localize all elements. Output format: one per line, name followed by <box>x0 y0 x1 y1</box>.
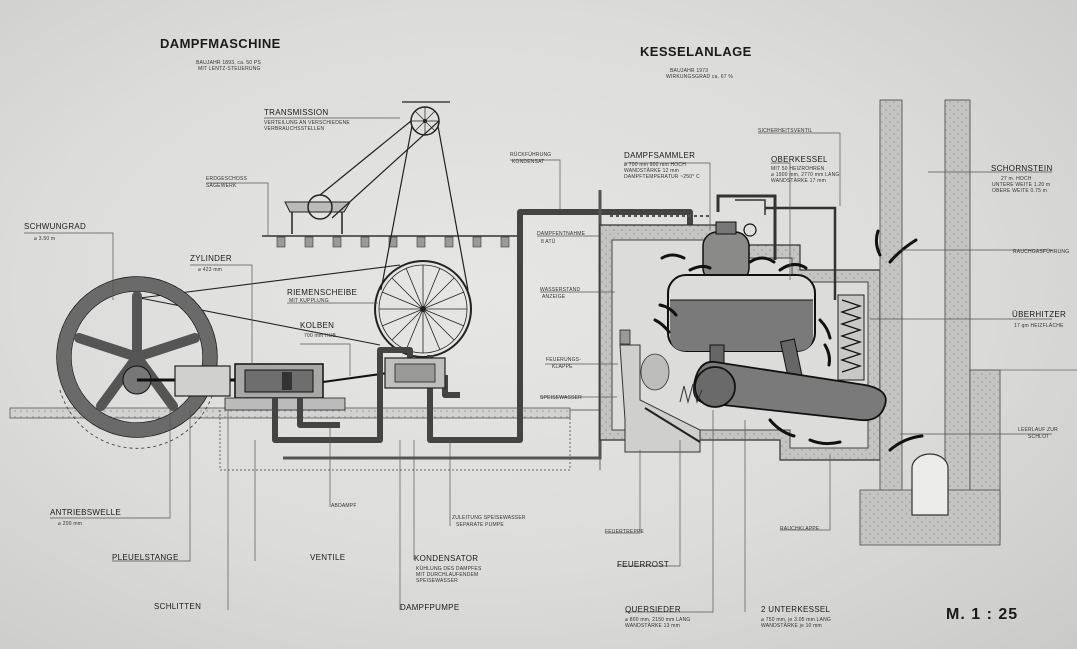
flywheel-schwungrad <box>56 276 218 449</box>
label-leerlauf2: SCHLOT <box>1028 434 1050 440</box>
upper-boiler-oberkessel <box>667 274 816 352</box>
label-zuleitung1: ZULEITUNG SPEISEWASSER <box>452 515 526 521</box>
label-saegewerk: SÄGEWERK <box>206 183 237 189</box>
label-antriebswelle: ANTRIEBSWELLE <box>50 508 122 517</box>
label-unterkessel: 2 UNTERKESSEL <box>761 605 831 614</box>
label-unterkessel-sub2: WANDSTÄRKE je 10 mm <box>761 623 822 629</box>
label-oberkessel-sub3: WANDSTÄRKE 17 mm <box>771 178 826 184</box>
label-quersieder-sub1: ⌀ 800 mm, 2150 mm LANG <box>625 617 691 623</box>
superheater-ueberhitzer <box>837 294 865 381</box>
saw-floor <box>262 194 520 248</box>
label-riemenscheibe-sub: MIT KUPPLUNG <box>289 298 329 304</box>
label-schwungrad-sub: ⌀ 3.50 m <box>34 236 56 242</box>
label-schornstein-sub1: 27 m. HOCH <box>1001 176 1032 182</box>
heading-kesselanlage-sub1: BAUJAHR 1973 <box>670 68 709 74</box>
label-oberkessel: OBERKESSEL <box>771 155 828 164</box>
heading-kesselanlage-sub2: WIRKUNGSGRAD ca. 67 % <box>666 74 733 80</box>
label-dampfsammler: DAMPFSAMMLER <box>624 151 696 160</box>
label-ueberhitzer: ÜBERHITZER <box>1012 310 1067 319</box>
heading-kesselanlage: KESSELANLAGE <box>640 44 752 59</box>
heading-dampfmaschine-sub2: MIT LENTZ-STEUERUNG <box>198 66 261 72</box>
label-sicherheitsventil: SICHERHEITSVENTIL <box>758 128 813 134</box>
label-dampfsammler-sub2: WANDSTÄRKE 12 mm <box>624 168 679 174</box>
label-wasserstand1: WASSERSTAND <box>540 287 581 293</box>
label-feuerrost: FEUERROST <box>617 560 670 569</box>
label-wasserstand2: ANZEIGE <box>542 294 566 300</box>
label-schornstein-sub3: OBERE WEITE 0.75 m <box>992 188 1048 194</box>
label-quersieder-sub2: WANDSTÄRKE 13 mm <box>625 623 680 629</box>
label-schornstein: SCHORNSTEIN <box>991 164 1053 173</box>
label-schlitten: SCHLITTEN <box>154 602 202 611</box>
label-erdgeschoss: ERDGESCHOSS <box>206 176 248 182</box>
label-pleuelstange: PLEUELSTANGE <box>112 553 179 562</box>
flue-arrows <box>653 229 924 452</box>
label-kondensator-sub1: KÜHLUNG DES DAMPFES <box>416 566 482 572</box>
label-schornstein-sub2: UNTERE WEITE 1.20 m <box>992 182 1051 188</box>
label-transmission-sub1: VERTEILUNG AN VERSCHIEDENE <box>264 120 350 126</box>
condenser-box <box>384 357 446 389</box>
cross-boiler-quersieder <box>692 338 887 422</box>
label-antriebswelle-sub: ⌀ 200 mm <box>58 521 83 527</box>
label-speisewasser: SPEISEWASSER <box>540 395 582 401</box>
label-zylinder-sub: ⌀ 423 mm <box>198 267 223 273</box>
label-kolben: KOLBEN <box>300 321 335 330</box>
label-zuleitung2: SEPARATE PUMPE <box>456 522 504 528</box>
label-zylinder: ZYLINDER <box>190 254 232 263</box>
label-rueckfuehrung2: KONDENSAT <box>512 159 545 165</box>
label-dampfentnahme: DAMPFENTNAHME <box>537 231 586 237</box>
label-ventile: VENTILE <box>310 553 346 562</box>
label-kolben-sub: 700 mm HUB <box>304 333 337 339</box>
label-rauchgasfuehrung: RAUCHGASFÜHRUNG <box>1013 249 1070 255</box>
crosshead-and-rod <box>137 363 396 411</box>
label-kondensator: KONDENSATOR <box>414 554 479 563</box>
label-ueberhitzer-sub: 17 qm HEIZFLÄCHE <box>1014 323 1064 329</box>
label-unterkessel-sub1: ⌀ 750 mm, je 3.05 mm LANG <box>761 617 831 623</box>
label-rauchklappe: RAUCHKLAPPE <box>780 526 820 532</box>
label-feuertreppe: FEUERTREPPE <box>605 529 645 535</box>
label-dampfpumpe: DAMPFPUMPE <box>400 603 460 612</box>
firebox <box>619 329 703 453</box>
label-transmission: TRANSMISSION <box>264 108 329 117</box>
heading-dampfmaschine-sub1: BAUJAHR 1893, ca. 50 PS <box>196 60 261 66</box>
label-kondensator-sub3: SPEISEWASSER <box>416 578 458 584</box>
label-feuerungsklappe2: KLAPPE <box>552 364 573 370</box>
label-feuerungsklappe1: FEUERUNGS- <box>546 357 582 363</box>
leader-lines <box>24 117 1052 613</box>
belt-pulley-riemenscheibe <box>374 260 472 358</box>
label-dampfentnahme-sub: 8 ATÜ <box>541 239 556 245</box>
chimney-schornstein <box>859 99 1077 546</box>
label-kondensator-sub2: MIT DURCHLAUFENDEM <box>416 572 479 578</box>
label-schwungrad: SCHWUNGRAD <box>24 222 87 231</box>
label-riemenscheibe: RIEMENSCHEIBE <box>287 288 358 297</box>
label-dampfsammler-sub3: DAMPFTEMPERATUR ~250° C <box>624 174 700 180</box>
label-oberkessel-sub2: ⌀ 1900 mm, 2770 mm LANG <box>771 172 840 178</box>
label-abdampf: ABDAMPF <box>331 503 357 509</box>
label-oberkessel-sub1: MIT 50 HEIZROHREN <box>771 166 825 172</box>
scale-label: M. 1 : 25 <box>946 606 1019 623</box>
label-rueckfuehrung1: RÜCKFÜHRUNG <box>510 152 552 158</box>
label-transmission-sub2: VERBRAUCHSSTELLEN <box>264 126 325 132</box>
steam-collector-dampfsammler <box>702 194 837 300</box>
label-quersieder: QUERSIEDER <box>625 605 681 614</box>
label-dampfsammler-sub1: ⌀ 700 mm 900 mm HOCH <box>624 162 687 168</box>
label-leerlauf1: LEERLAUF ZUR <box>1018 427 1058 433</box>
heading-dampfmaschine: DAMPFMASCHINE <box>160 36 281 51</box>
transmission-pulley <box>319 101 469 291</box>
